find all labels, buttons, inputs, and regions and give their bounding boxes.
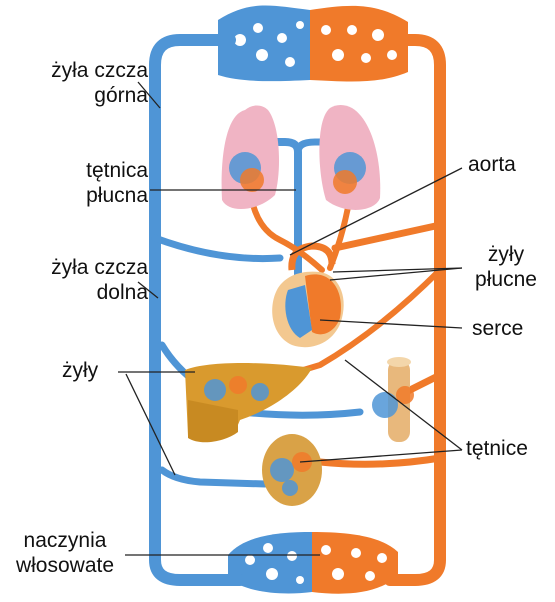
branch-orange-upper (335, 225, 440, 248)
liver (185, 363, 312, 442)
label-veins: żyły (62, 358, 98, 383)
capillary-bed-top (218, 6, 408, 82)
label-vena-cava-inferior: żyła czcza dolna (0, 255, 148, 305)
label-vena-cava-superior-line2: górna (0, 83, 148, 108)
label-pulmonary-artery-line1: tętnica (0, 158, 148, 183)
label-pulmonary-artery: tętnica płucna (0, 158, 148, 208)
label-heart: serce (472, 316, 523, 341)
branch-blue-kidney (162, 470, 265, 484)
label-capillaries-line2: włosowate (0, 553, 130, 578)
limb-tissue (372, 357, 414, 442)
label-capillaries: naczynia włosowate (0, 528, 130, 578)
label-vena-cava-inferior-line1: żyła czcza (0, 255, 148, 280)
label-pulmonary-veins-line2: płucne (466, 267, 546, 292)
label-pulmonary-veins-line1: żyły (466, 242, 546, 267)
label-arteries: tętnice (466, 436, 528, 461)
label-vena-cava-superior-line1: żyła czcza (0, 58, 148, 83)
vena-cava-main-vessel (155, 40, 240, 580)
label-aorta: aorta (468, 152, 516, 177)
label-vena-cava-superior: żyła czcza górna (0, 58, 148, 108)
capillary-bed-bottom (228, 532, 398, 594)
label-pulmonary-veins: żyły płucne (466, 242, 546, 292)
label-capillaries-line1: naczynia (0, 528, 130, 553)
kidney (262, 434, 322, 506)
label-pulmonary-artery-line2: płucna (0, 183, 148, 208)
label-vena-cava-inferior-line2: dolna (0, 280, 148, 305)
capillary-bottom-orange-half (312, 532, 398, 594)
branch-blue-upper (155, 238, 280, 259)
